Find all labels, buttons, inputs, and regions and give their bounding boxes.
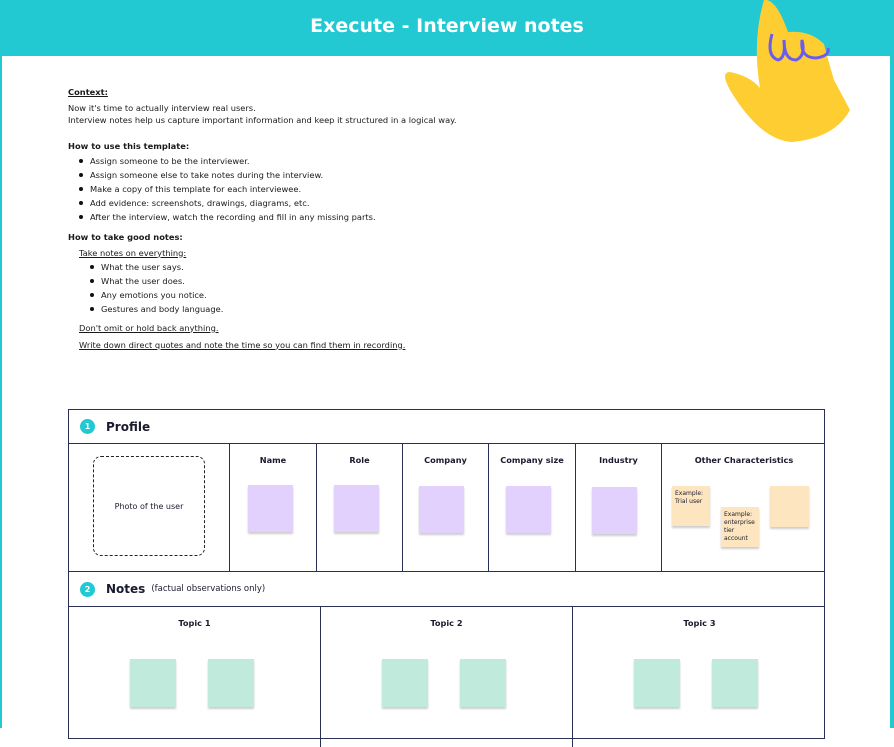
column-header: Industry: [599, 455, 638, 465]
sticky-note[interactable]: [592, 487, 637, 534]
section-title: Profile: [106, 419, 151, 434]
topic-cell[interactable]: Topic 1: [69, 607, 321, 747]
photo-placeholder[interactable]: Photo of the user: [93, 456, 205, 556]
how-to-use-heading: How to use this template:: [68, 140, 190, 151]
profile-section-header: 1 Profile: [69, 410, 824, 444]
list-item: What the user says.: [79, 260, 457, 274]
notes-section-header: 2 Notes (factual observations only): [69, 572, 824, 607]
column-header: Company: [424, 455, 467, 465]
list-item: Assign someone else to take notes during…: [68, 168, 457, 182]
sticky-note[interactable]: [712, 659, 758, 707]
sticky-note[interactable]: [382, 659, 428, 707]
good-notes-heading: How to take good notes:: [68, 232, 183, 242]
company-cell[interactable]: Company: [403, 444, 489, 571]
list-item: Add evidence: screenshots, drawings, dia…: [68, 196, 457, 210]
column-header: Topic 2: [430, 618, 463, 628]
list-item: After the interview, watch the recording…: [68, 210, 457, 224]
tip: Write down direct quotes and note the ti…: [79, 339, 406, 350]
section-title: Notes: [106, 582, 146, 596]
other-characteristics-cell[interactable]: Other Characteristics Example: Trial use…: [662, 444, 826, 571]
topic-cell[interactable]: Topic 2: [321, 607, 573, 747]
sticky-note[interactable]: [770, 486, 809, 527]
sticky-note[interactable]: [130, 659, 176, 707]
industry-cell[interactable]: Industry: [576, 444, 662, 571]
column-header: Role: [349, 455, 370, 465]
role-cell[interactable]: Role: [317, 444, 403, 571]
sticky-note[interactable]: [248, 485, 293, 532]
column-header: Topic 3: [683, 618, 716, 628]
list-item: Assign someone to be the interviewer.: [68, 154, 457, 168]
sticky-note[interactable]: [419, 486, 464, 533]
profile-row: Photo of the user Name Role Company Comp…: [69, 444, 824, 572]
sticky-note[interactable]: [208, 659, 254, 707]
good-notes-intro: Take notes on everything:: [79, 247, 187, 258]
photo-cell[interactable]: Photo of the user: [69, 444, 230, 571]
sticky-note[interactable]: [506, 486, 551, 533]
context-line: Now it's time to actually interview real…: [68, 102, 256, 113]
board-frame: [0, 0, 894, 728]
section-subtitle: (factual observations only): [151, 584, 266, 594]
list-item: What the user does.: [79, 274, 457, 288]
name-cell[interactable]: Name: [230, 444, 317, 571]
sticky-note[interactable]: [334, 485, 379, 532]
pointing-hand-illustration: [725, 0, 850, 142]
sticky-note[interactable]: [634, 659, 680, 707]
column-header: Topic 1: [178, 618, 211, 628]
context-heading: Context:: [68, 87, 108, 97]
column-header: Company size: [500, 455, 564, 465]
context-line: Interview notes help us capture importan…: [68, 115, 457, 125]
section-number: 2: [80, 581, 95, 597]
interview-table: 1 Profile Photo of the user Name Role Co…: [68, 409, 825, 747]
sticky-note[interactable]: Example: Trial user: [672, 486, 710, 526]
topics-row: Topic 1 Topic 2 Topic 3: [69, 607, 824, 747]
company-size-cell[interactable]: Company size: [489, 444, 576, 571]
column-header: Name: [259, 455, 287, 465]
list-item: Any emotions you notice.: [79, 288, 457, 302]
tip: Don't omit or hold back anything.: [79, 322, 219, 333]
list-item: Make a copy of this template for each in…: [68, 182, 457, 196]
sticky-note[interactable]: [460, 659, 506, 707]
topic-cell[interactable]: Topic 3: [573, 607, 826, 747]
column-header: Other Characteristics: [694, 455, 794, 465]
sticky-note[interactable]: Example: enterprise tier account: [721, 507, 759, 547]
page-title: Execute - Interview notes: [0, 0, 894, 56]
section-number: 1: [80, 419, 95, 434]
instructions: Context: Now it's time to actually inter…: [68, 86, 457, 352]
list-item: Gestures and body language.: [79, 302, 457, 316]
